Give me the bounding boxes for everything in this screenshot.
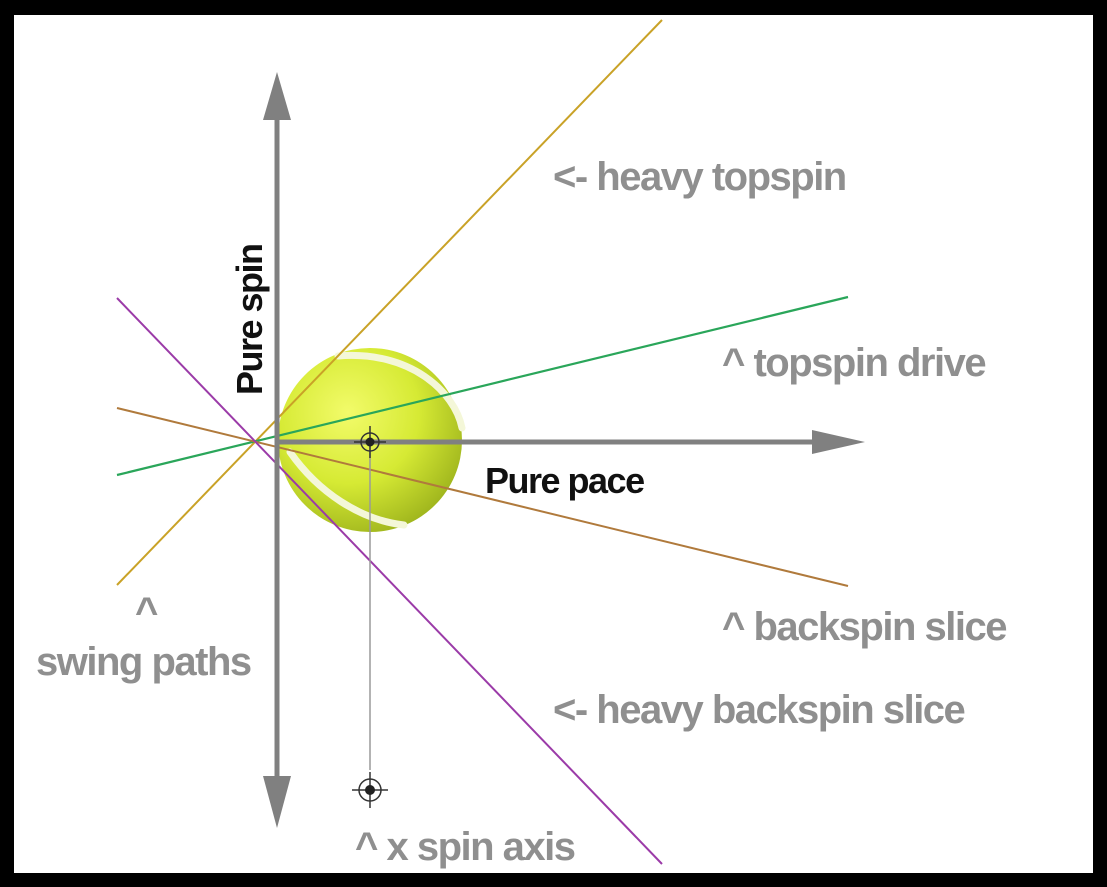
swing-paths-caret: ^ xyxy=(135,590,158,634)
crosshair-target-icon xyxy=(352,772,388,808)
topspin-drive-path xyxy=(116,295,849,477)
pure-spin-axis xyxy=(263,72,291,828)
pure-pace-label: Pure pace xyxy=(485,460,644,501)
backspin-slice-path xyxy=(116,407,849,587)
pure-spin-label: Pure spin xyxy=(229,244,270,395)
crosshair-target-icon xyxy=(354,426,386,458)
diagram-frame: <- heavy topspin ^ topspin drive ^ backs… xyxy=(14,15,1093,873)
swing-paths-label: swing paths xyxy=(36,640,251,684)
topspin-drive-label: ^ topspin drive xyxy=(722,341,985,385)
backspin-slice-label: ^ backspin slice xyxy=(722,605,1006,649)
heavy-backspin-slice-label: <- heavy backspin slice xyxy=(553,688,965,732)
heavy-topspin-label: <- heavy topspin xyxy=(553,155,846,199)
spin-axis-label: ^ x spin axis xyxy=(355,825,575,869)
spin-diagram: <- heavy topspin ^ topspin drive ^ backs… xyxy=(36,19,1008,869)
heavy-backspin-slice-path xyxy=(116,297,663,865)
heavy-topspin-path xyxy=(116,19,663,586)
